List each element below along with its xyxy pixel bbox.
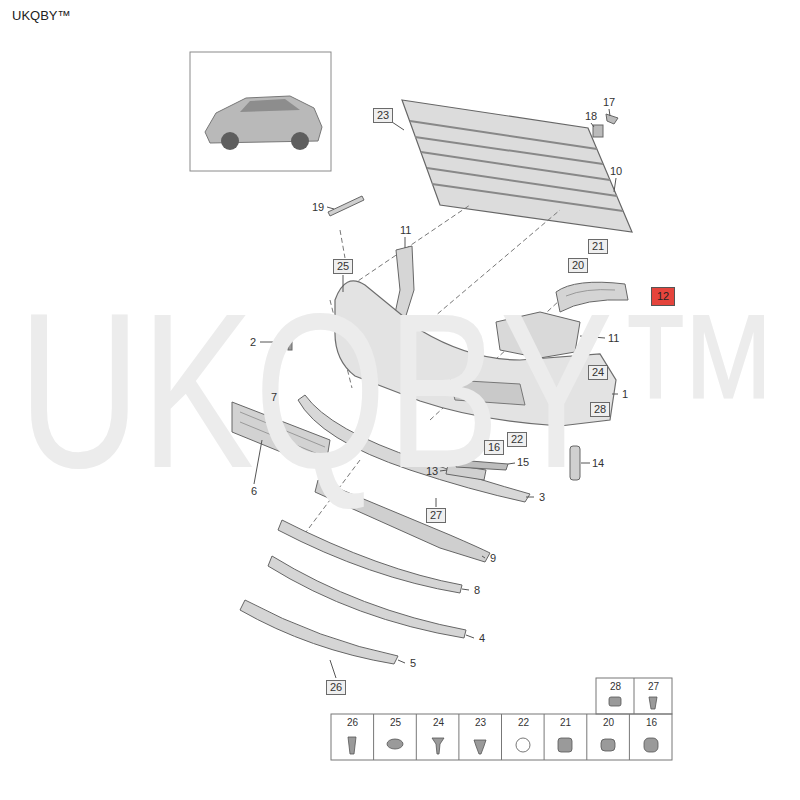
- callout-number: 7: [271, 391, 277, 404]
- callout-number: 22: [511, 433, 523, 445]
- callout-number: 14: [592, 457, 604, 470]
- highlighted-callout-box: 12: [651, 287, 675, 306]
- brand-mark: UKQBY™: [12, 8, 71, 23]
- table-cell-number: 28: [610, 681, 621, 693]
- callout-number: 4: [479, 632, 485, 645]
- callout-number: 6: [251, 485, 257, 498]
- callout-number: 1: [622, 388, 628, 401]
- table-cell-number: 26: [347, 717, 358, 729]
- callout-number: 12: [657, 290, 669, 302]
- callout-box: 22: [507, 432, 527, 447]
- callout-number: 26: [330, 681, 342, 693]
- callout-number: 11: [608, 332, 619, 345]
- table-cell-number: 20: [603, 717, 614, 729]
- callout-number: 23: [377, 109, 389, 121]
- callout-number: 5: [410, 657, 416, 670]
- watermark: UKQBY™: [18, 280, 783, 501]
- callout-number: 8: [474, 584, 480, 597]
- callout-number: 18: [585, 110, 597, 123]
- callout-number: 17: [603, 96, 615, 109]
- callout-number: 9: [490, 552, 496, 565]
- callout-number: 27: [430, 509, 442, 521]
- table-cell-number: 24: [433, 717, 444, 729]
- callout-box: 28: [590, 402, 610, 417]
- callout-number: 21: [592, 240, 604, 252]
- callout-box: 21: [588, 239, 608, 254]
- callout-box: 23: [373, 108, 393, 123]
- callout-number: 25: [337, 260, 349, 272]
- callout-number: 13: [426, 465, 438, 478]
- callout-number: 24: [592, 366, 604, 378]
- table-cell-number: 25: [390, 717, 401, 729]
- callout-box: 26: [326, 680, 346, 695]
- callout-box: 16: [484, 440, 504, 455]
- callout-number: 11: [400, 224, 411, 237]
- callout-number: 15: [517, 456, 529, 469]
- callout-number: 19: [312, 201, 324, 214]
- table-cell-number: 21: [560, 717, 571, 729]
- callout-number: 28: [594, 403, 606, 415]
- callout-number: 20: [572, 259, 584, 271]
- table-cell-number: 27: [648, 681, 659, 693]
- callout-number: 10: [610, 165, 622, 178]
- callout-box: 25: [333, 259, 353, 274]
- callout-box: 27: [426, 508, 446, 523]
- table-cell-number: 23: [475, 717, 486, 729]
- callout-box: 24: [588, 365, 608, 380]
- table-cell-number: 22: [518, 717, 529, 729]
- callout-box: 20: [568, 258, 588, 273]
- table-cell-number: 16: [646, 717, 657, 729]
- callout-number: 3: [539, 491, 545, 504]
- callout-number: 16: [488, 441, 500, 453]
- callout-number: 2: [250, 336, 256, 349]
